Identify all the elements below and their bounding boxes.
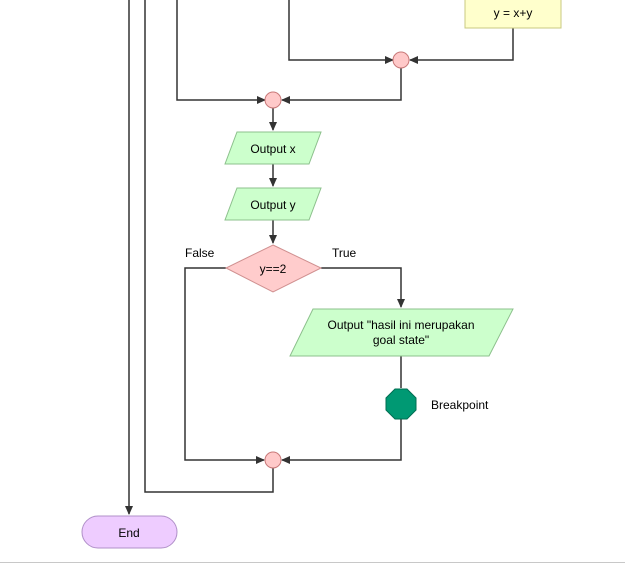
breakpoint-octagon — [385, 388, 417, 420]
canvas-bottom-border — [0, 562, 625, 563]
false-branch-label: False — [185, 246, 215, 260]
merge-connector-b — [392, 51, 410, 69]
edge-breakpoint-to-merge — [281, 419, 402, 464]
edge-into-merge-b-left — [288, 0, 394, 64]
edge-merge-b-to-merge-a — [281, 68, 402, 104]
output-goal-label-line1: Output "hasil ini merupakan — [327, 318, 475, 332]
output-x-label: Output x — [250, 142, 296, 156]
decision-label: y==2 — [259, 262, 287, 276]
io-box-output-x — [224, 131, 322, 165]
terminal-end — [81, 515, 178, 549]
breakpoint-label: Breakpoint — [431, 398, 489, 412]
edge-decision-true — [321, 267, 405, 308]
edge-loop-return — [144, 0, 274, 493]
edge-process-to-merge-b — [409, 28, 514, 64]
decision-diamond — [224, 244, 323, 293]
process-sum-label: y = x+y — [493, 6, 533, 20]
output-y-label: Output y — [250, 198, 296, 212]
merge-connector-bottom — [264, 451, 282, 469]
edge-into-merge-a — [176, 0, 266, 104]
output-goal-label-line2: goal state" — [372, 333, 430, 347]
process-box-sum — [464, 0, 562, 29]
io-box-output-goal — [289, 308, 514, 357]
true-branch-label: True — [332, 246, 357, 260]
edge-decision-false — [184, 267, 265, 464]
merge-connector-a — [264, 91, 282, 109]
end-label: End — [118, 526, 140, 540]
io-box-output-y — [224, 187, 322, 221]
